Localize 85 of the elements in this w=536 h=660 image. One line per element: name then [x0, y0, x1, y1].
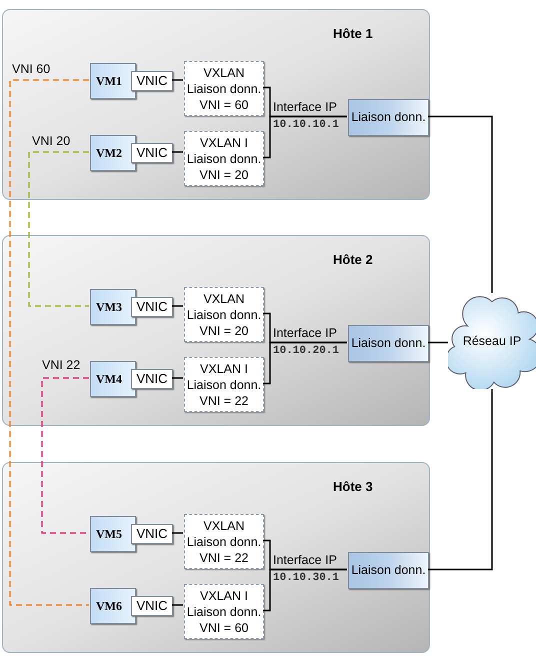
host-panel: [2, 462, 430, 653]
vnic-box: [131, 71, 173, 91]
vxlan-label: VXLAN I: [200, 134, 248, 150]
datalink-label: Liaison donn.: [351, 109, 426, 126]
connector-line: [428, 389, 493, 570]
vxlan-box: [184, 131, 264, 186]
vnic-box: [131, 297, 173, 317]
vxlan-label: VNI = 20: [200, 166, 248, 182]
vnic-box: [131, 143, 173, 163]
network-label: Réseau IP: [462, 332, 522, 350]
vxlan-label: VNI = 60: [200, 96, 248, 112]
vxlan-label: VNI = 22: [200, 550, 248, 566]
vnic-label: VNIC: [136, 144, 168, 162]
vxlan-label: Liaison donn.: [186, 604, 262, 620]
vnic-label: VNIC: [136, 298, 168, 316]
vnic-box: [131, 524, 173, 544]
connector-line: [172, 532, 183, 534]
dashed-connector: [9, 79, 89, 606]
host-title: Hôte 1: [333, 25, 373, 43]
vm-label: VM6: [96, 598, 122, 615]
connector-line: [263, 342, 347, 384]
datalink-label: Liaison donn.: [351, 562, 426, 580]
vm-label: VM4: [96, 371, 122, 388]
vm-box: [90, 516, 136, 552]
datalink-box: [348, 99, 429, 136]
vxlan-label: VXLAN I: [200, 588, 248, 604]
connector-line: [172, 377, 183, 379]
connector-line: [263, 116, 347, 158]
vnic-label: VNIC: [136, 72, 168, 90]
vm-label: VM3: [96, 299, 122, 316]
edge-label: VNI 60: [12, 61, 50, 78]
vxlan-label: VNI = 20: [200, 322, 248, 338]
vxlan-box: [184, 357, 264, 412]
datalink-label: Liaison donn.: [351, 335, 426, 352]
connector-line: [172, 79, 183, 81]
vxlan-label: Liaison donn.: [186, 534, 262, 550]
vnic-box: [131, 596, 173, 616]
vm-box: [90, 63, 136, 99]
connector-line: [172, 604, 183, 606]
ip-address: 10.10.20.1: [273, 344, 340, 359]
host-title: Hôte 2: [333, 251, 373, 269]
vxlan-label: VXLAN: [204, 64, 244, 80]
vxlan-box: [184, 584, 264, 639]
host-panel: [2, 9, 430, 200]
vnic-box: [131, 369, 173, 389]
connector-line: [263, 568, 347, 612]
ip-address: 10.10.30.1: [273, 571, 340, 586]
vxlan-label: VXLAN: [204, 290, 244, 306]
vxlan-label: Liaison donn.: [186, 376, 262, 392]
vm-box: [90, 289, 136, 325]
vm-label: VM1: [96, 73, 122, 90]
ip-address: 10.10.10.1: [273, 118, 340, 133]
dashed-connector: [41, 377, 89, 534]
vm-box: [90, 361, 136, 397]
vm-label: VM2: [96, 145, 122, 162]
interface-label: Interface IP: [273, 552, 337, 569]
vnic-label: VNIC: [136, 597, 168, 616]
host-title: Hôte 3: [333, 478, 373, 496]
interface-label: Interface IP: [273, 325, 337, 342]
connector-line: [428, 342, 448, 344]
vxlan-label: Liaison donn.: [186, 306, 262, 322]
interface-label: Interface IP: [273, 99, 337, 116]
vm-box: [90, 135, 136, 171]
vnic-label: VNIC: [136, 370, 168, 388]
vxlan-label: VXLAN: [204, 518, 244, 534]
vxlan-box: [184, 61, 264, 116]
network-cloud: [448, 293, 536, 389]
datalink-box: [348, 552, 429, 589]
vxlan-box: [184, 287, 264, 342]
connector-line: [172, 305, 183, 307]
vxlan-label: Liaison donn.: [186, 80, 262, 96]
vnic-label: VNIC: [136, 525, 168, 544]
vxlan-label: VXLAN I: [200, 360, 248, 376]
vxlan-label: VNI = 60: [200, 620, 248, 636]
datalink-box: [348, 325, 429, 362]
vxlan-label: VNI = 22: [200, 392, 248, 408]
vxlan-box: [184, 514, 264, 569]
vm-label: VM5: [96, 526, 122, 543]
edge-label: VNI 22: [42, 357, 80, 374]
vxlan-label: Liaison donn.: [186, 150, 262, 166]
host-panel: [2, 235, 430, 426]
edge-label: VNI 20: [32, 133, 70, 150]
dashed-connector: [28, 151, 89, 307]
vm-box: [90, 588, 136, 624]
connector-line: [172, 151, 183, 153]
